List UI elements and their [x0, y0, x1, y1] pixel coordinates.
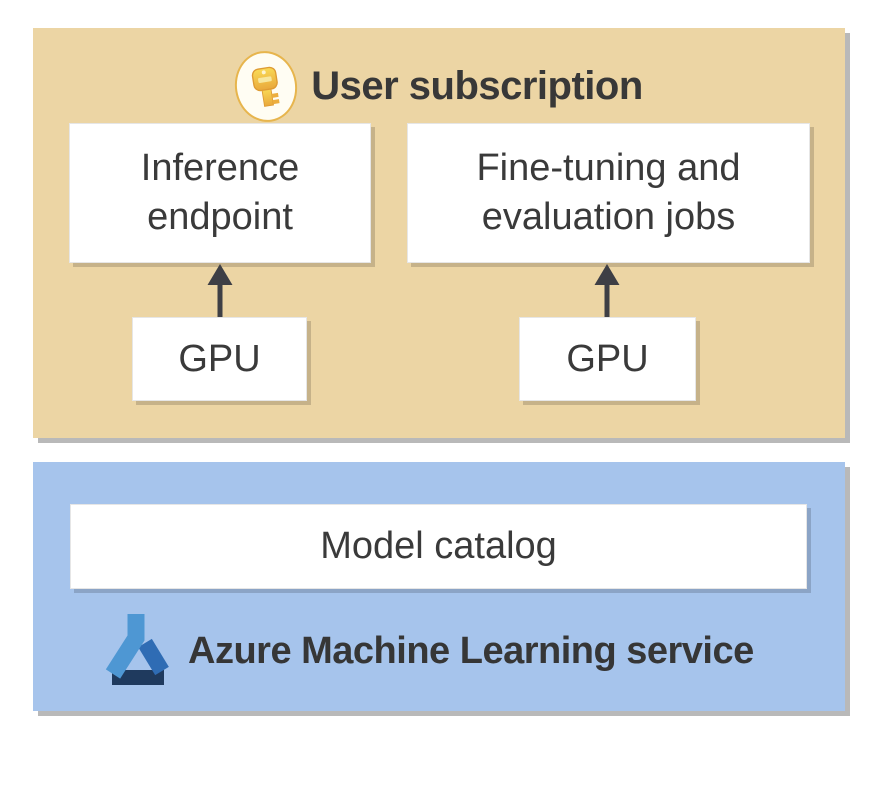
- azure-ml-panel: Model catalog Azure Machine Learning ser…: [33, 462, 845, 711]
- model-catalog-label: Model catalog: [320, 525, 557, 568]
- key-icon: [230, 46, 303, 126]
- gpu-right-box: GPU: [519, 317, 696, 401]
- gpu-left-label: GPU: [178, 337, 261, 380]
- azure-machine-learning-icon: [102, 612, 174, 690]
- finetuning-label-line2: evaluation jobs: [481, 196, 736, 238]
- azure-ml-title: Azure Machine Learning service: [188, 629, 754, 672]
- user-subscription-title: User subscription: [311, 63, 643, 108]
- gpu-left-box: GPU: [132, 317, 307, 401]
- gpu-right-label: GPU: [566, 337, 649, 380]
- user-subscription-header: User subscription: [33, 38, 845, 134]
- finetuning-evaluation-box: Fine-tuning and evaluation jobs: [407, 123, 810, 263]
- finetuning-label-line1: Fine-tuning and: [476, 147, 741, 190]
- inference-endpoint-label-line2: endpoint: [147, 196, 293, 238]
- model-catalog-box: Model catalog: [70, 504, 807, 589]
- inference-endpoint-label-line1: Inference: [140, 147, 300, 190]
- inference-endpoint-box: Inference endpoint: [69, 123, 371, 263]
- arrow-up-icon: [207, 264, 233, 317]
- arrow-up-icon: [594, 264, 620, 317]
- azure-ml-footer: Azure Machine Learning service: [102, 612, 754, 690]
- user-subscription-panel: User subscription Inference endpoint Fin…: [33, 28, 845, 438]
